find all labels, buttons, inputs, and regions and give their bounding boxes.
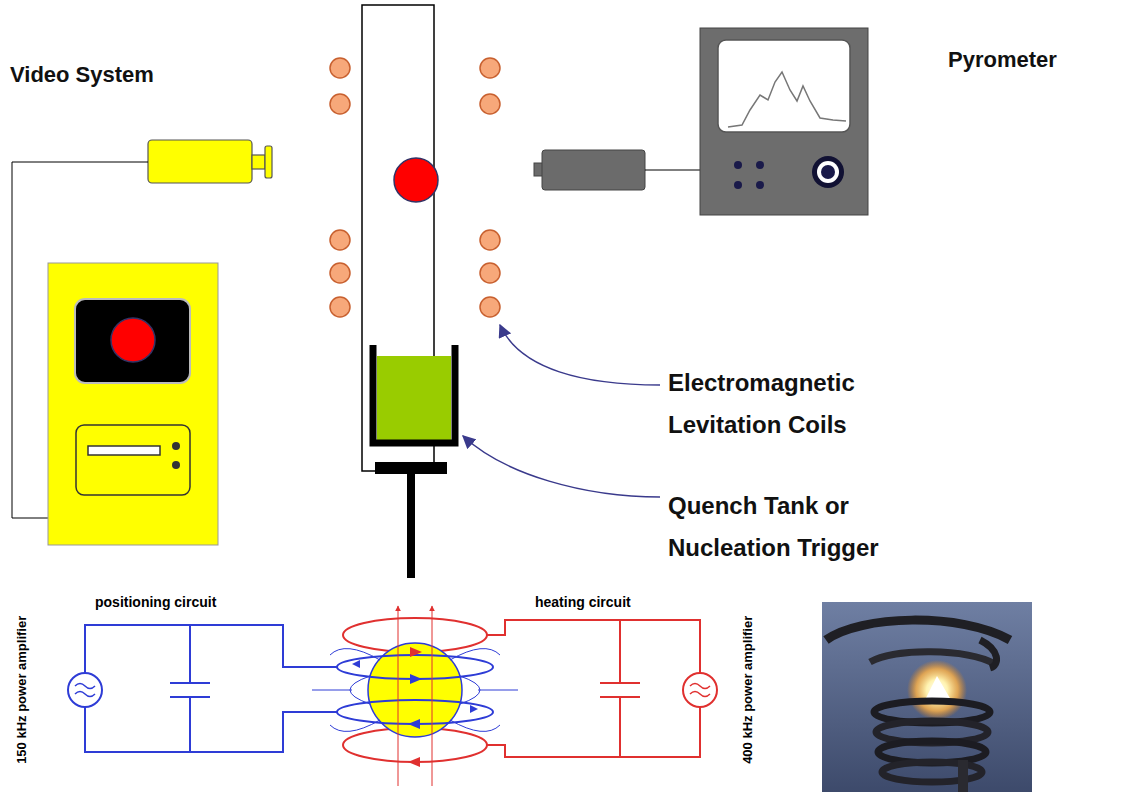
video-monitor (88, 446, 160, 455)
positioning-circuit (85, 707, 337, 752)
positioning-circuit (75, 684, 95, 689)
pyrometer-display (734, 181, 742, 189)
heating-circuit (690, 684, 710, 689)
positioning-circuit (85, 625, 337, 673)
video-monitor (76, 425, 190, 495)
levitation-coil (480, 230, 500, 250)
field-schematic (352, 660, 360, 668)
field-schematic (432, 606, 433, 786)
positioning-circuit (75, 692, 95, 697)
field-schematic (410, 647, 422, 657)
positioning-circuit (68, 673, 102, 707)
field-schematic (410, 674, 422, 684)
pyrometer-cable (645, 170, 700, 171)
levitation-photo (907, 660, 967, 720)
field-schematic (330, 649, 380, 660)
field-schematic (408, 757, 420, 767)
levitation-photo (822, 602, 1032, 792)
heating-circuit (487, 620, 700, 673)
device-label: Video System (10, 62, 154, 88)
callout-label: Quench Tank or Nucleation Trigger (668, 485, 968, 569)
levitation-photo (826, 620, 1010, 640)
field-schematic (337, 655, 493, 679)
pyrometer-display (728, 72, 846, 127)
levitation-photo (980, 640, 997, 668)
heating-circuit (683, 673, 717, 707)
video-monitor (172, 442, 180, 450)
pyrometer-display (700, 28, 868, 215)
video-monitor (48, 263, 218, 545)
quench-tank (373, 345, 455, 578)
levitation-coil (330, 297, 350, 317)
levitation-coil (330, 263, 350, 283)
sample-sphere (394, 158, 438, 202)
quench-tank (377, 356, 451, 441)
pyrometer-display (821, 165, 835, 179)
heating-circuit (690, 692, 710, 697)
video-camera (252, 155, 265, 169)
levitation-coil (480, 263, 500, 283)
callout-label: Electromagnetic Levitation Coils (668, 362, 938, 446)
pyrometer-display (700, 28, 868, 215)
pyrometer-display (756, 181, 764, 189)
pyrometer-display (734, 161, 742, 169)
field-schematic (470, 705, 478, 713)
pyrometer-display (718, 40, 850, 132)
heating-circuit (600, 620, 640, 757)
quench-tank (407, 474, 415, 578)
pyrometer-display (812, 156, 844, 188)
levitation-coil (480, 94, 500, 114)
video-monitor (111, 318, 155, 362)
field-schematic (450, 649, 500, 660)
leader-arrow (500, 325, 660, 385)
field-schematic (460, 676, 480, 704)
quench-tank (373, 345, 455, 443)
circuit-label: heating circuit (535, 594, 631, 611)
video-camera (265, 146, 272, 178)
levitation-photo (925, 676, 951, 700)
video-camera (148, 140, 252, 183)
levitation-coil (330, 94, 350, 114)
device-label: Pyrometer (948, 47, 1057, 73)
pyrometer-head (534, 150, 645, 190)
field-schematic (312, 690, 518, 691)
pyrometer-head (542, 150, 645, 190)
amplifier-label: 400 kHz power amplifier (740, 616, 756, 764)
heating-circuit (487, 707, 700, 757)
amplifier-label: 150 kHz power amplifier (14, 616, 30, 764)
levitation-coil (330, 230, 350, 250)
video-monitor (172, 461, 180, 469)
pyrometer-display (756, 161, 764, 169)
quench-tank (375, 462, 447, 474)
levitation-coil (330, 58, 350, 78)
leader-arrow (463, 436, 660, 497)
levitation-coil (330, 58, 500, 317)
circuit-label: positioning circuit (95, 594, 216, 611)
field-schematic (408, 719, 420, 729)
field-schematic (312, 606, 518, 786)
levitation-coil (480, 58, 500, 78)
positioning-circuit (68, 625, 337, 752)
levitation-coil (480, 297, 500, 317)
levitation-photo (958, 760, 968, 792)
video-camera (148, 140, 272, 183)
video-monitor (48, 263, 218, 545)
levitation-photo (822, 602, 1032, 792)
pyrometer-display (817, 161, 839, 183)
heating-circuit (487, 620, 717, 757)
video-monitor (75, 299, 190, 383)
field-schematic (350, 676, 370, 704)
positioning-circuit (170, 625, 210, 752)
field-schematic (337, 700, 493, 724)
field-schematic (398, 606, 399, 786)
